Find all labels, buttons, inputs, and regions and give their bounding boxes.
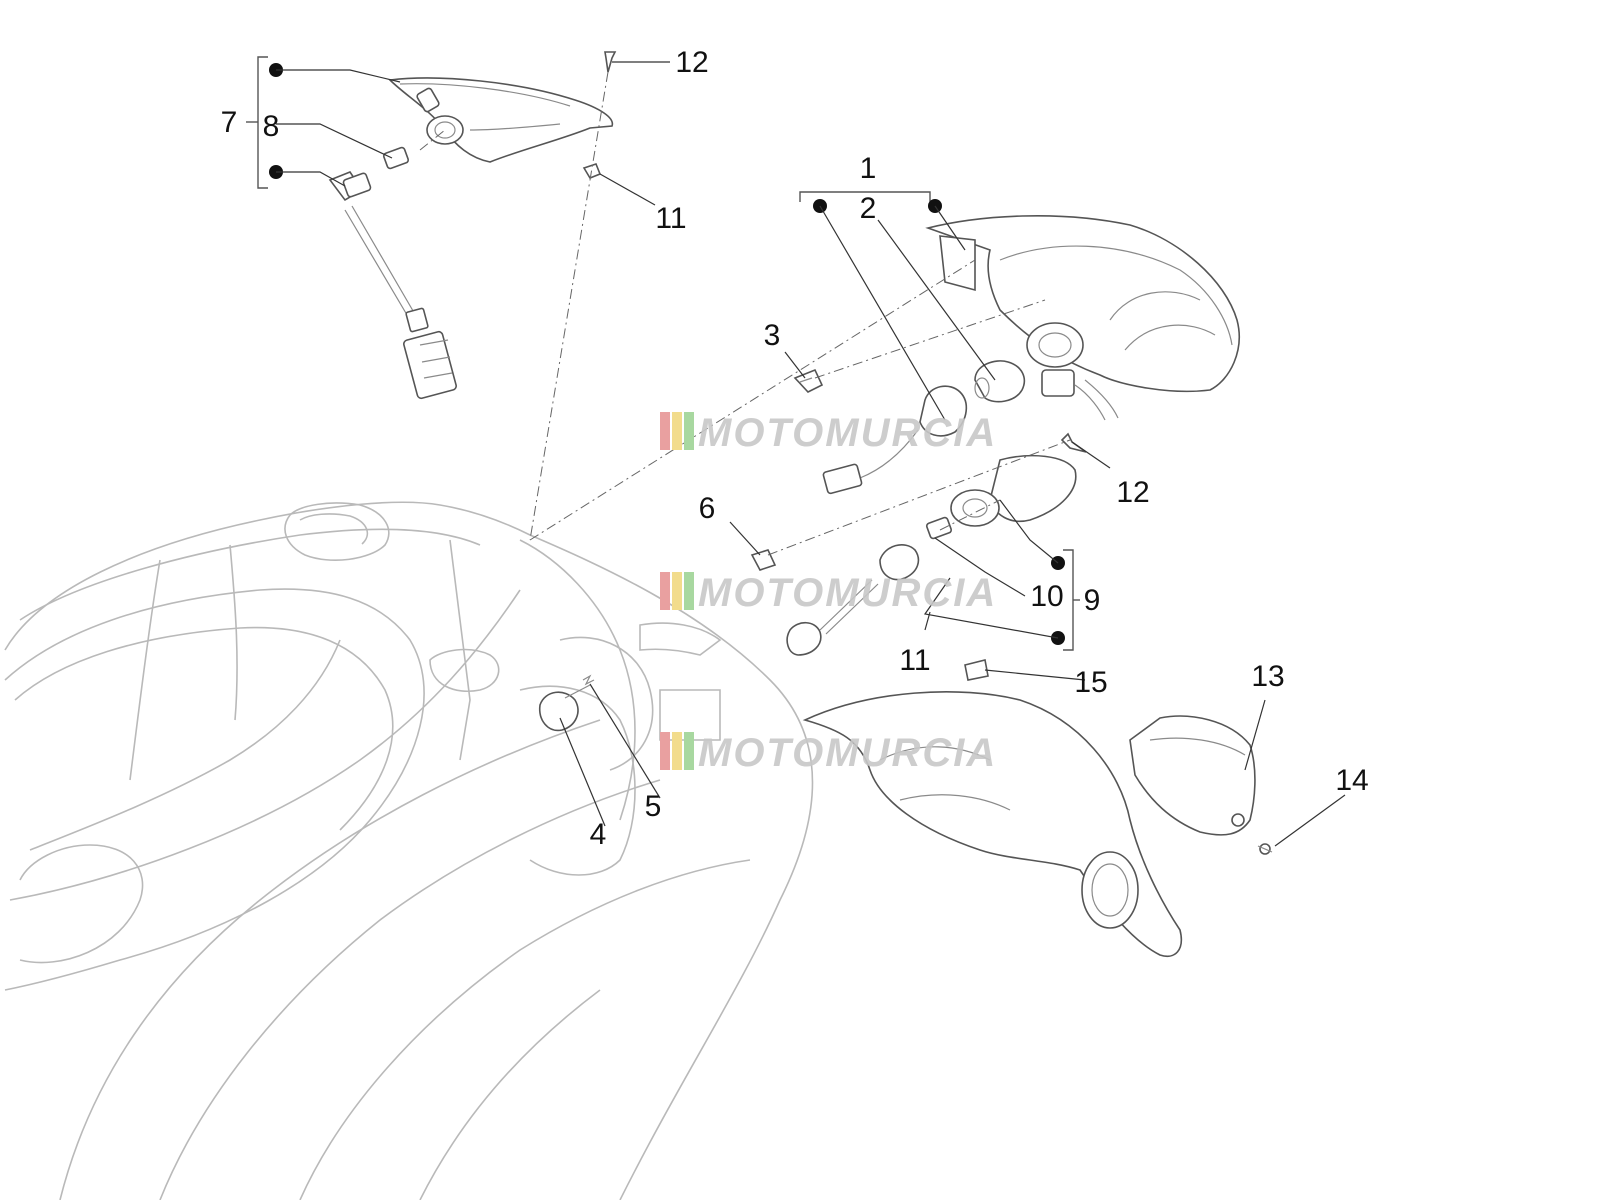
spring-part-5: [582, 674, 595, 686]
watermark-stripe: [684, 732, 694, 770]
callout-14: 14: [1335, 764, 1368, 797]
watermark-stripe: [660, 412, 670, 450]
bulb-part-2: [974, 360, 1026, 403]
callout-2: 2: [860, 192, 877, 225]
watermark-stripe: [660, 732, 670, 770]
clip-part-6: [750, 549, 777, 571]
rear-mudguard-bracket: [802, 659, 1273, 957]
knob-part-4: [538, 684, 591, 732]
watermark-stripe: [672, 732, 682, 770]
watermark-middle: MOTOMURCIA: [660, 571, 997, 615]
callout-13: 13: [1251, 660, 1284, 693]
screw-part-12-top: [604, 51, 617, 73]
watermark-stripe: [684, 572, 694, 610]
callout-7: 7: [221, 106, 238, 139]
callout-11-top: 11: [655, 202, 686, 235]
callout-5: 5: [645, 790, 662, 823]
callout-12-right: 12: [1116, 476, 1149, 509]
rear-turn-indicator-assembly: [786, 454, 1077, 656]
watermark-stripe: [660, 572, 670, 610]
watermark-text: MOTOMURCIA: [698, 731, 997, 775]
callout-1: 1: [860, 152, 877, 185]
callout-12-top: 12: [675, 46, 708, 79]
scooter-rear-body: [4, 501, 814, 1200]
bulb-socket-with-wire: [822, 385, 968, 495]
callout-labels: 1 2 3 4 5 6 7 8 9 10 11 11 12 12 13 14 1…: [221, 46, 1369, 851]
callout-8: 8: [263, 110, 280, 143]
clip-part-3: [793, 368, 824, 393]
assembly-axes: [419, 71, 1071, 556]
callout-9: 9: [1084, 584, 1101, 617]
watermark-stripe: [672, 572, 682, 610]
callout-4: 4: [590, 818, 607, 851]
callout-3: 3: [764, 319, 781, 352]
tail-light-assembly: [925, 215, 1240, 421]
watermark-bottom: MOTOMURCIA: [660, 731, 997, 775]
callout-6: 6: [699, 492, 716, 525]
leader-lines: [276, 61, 1346, 847]
watermark-text: MOTOMURCIA: [698, 411, 997, 455]
watermark-top: MOTOMURCIA: [660, 411, 997, 455]
callout-11-bottom: 11: [899, 644, 930, 677]
watermark-stripe: [672, 412, 682, 450]
watermark-text: MOTOMURCIA: [698, 571, 997, 615]
front-turn-indicator-assembly: [328, 77, 614, 400]
callout-15: 15: [1074, 666, 1107, 699]
watermark-stripe: [684, 412, 694, 450]
callout-10: 10: [1030, 580, 1063, 613]
